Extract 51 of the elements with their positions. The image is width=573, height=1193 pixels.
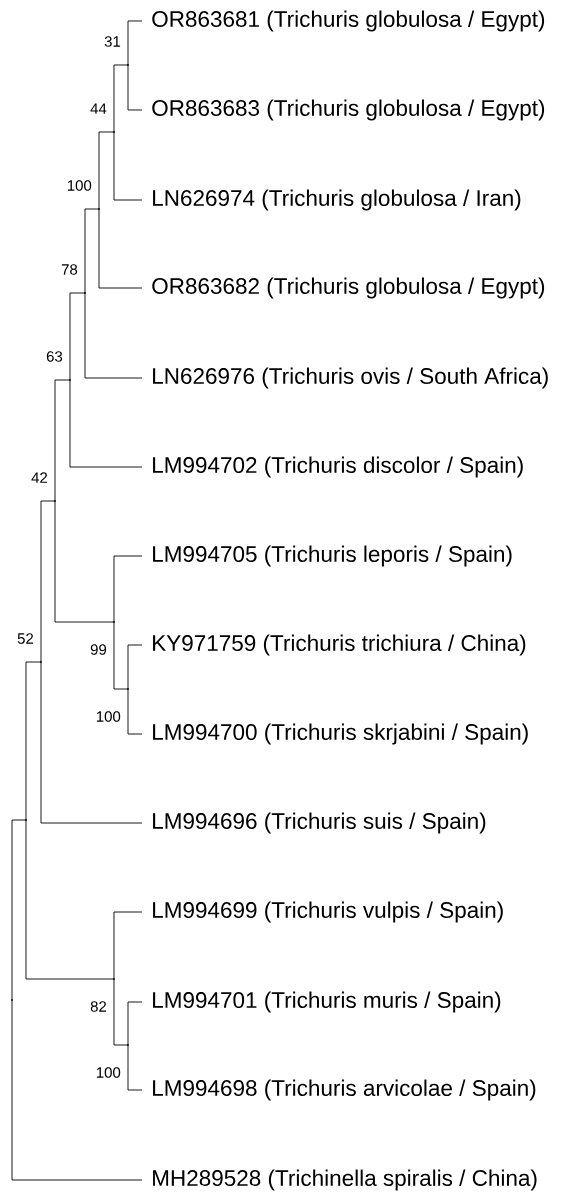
taxon-label: LN626974 (Trichuris globulosa / Iran) [153, 189, 521, 211]
branch-line [113, 621, 129, 690]
branch-line [127, 688, 143, 735]
branch-line [11, 819, 27, 1001]
branch-line [54, 500, 115, 623]
bootstrap-value: 100 [96, 1067, 121, 1078]
branch-line [127, 1044, 143, 1091]
branch-line [113, 978, 129, 1046]
taxon-label: KY971759 (Trichuris trichiura / China) [153, 634, 526, 656]
branch-line [113, 131, 143, 201]
branch-line [127, 64, 143, 111]
branch-line [84, 292, 143, 379]
branch-line [69, 292, 86, 381]
bootstrap-value: 42 [31, 472, 48, 483]
taxon-label: MH289528 (Trichinella spiralis / China) [153, 1169, 537, 1191]
branch-line [113, 555, 143, 623]
taxon-label: LM994705 (Trichuris leporis / Spain) [153, 545, 512, 567]
branch-line [127, 644, 143, 690]
taxon-label: LM994700 (Trichuris skrjabini / Spain) [153, 723, 528, 745]
bootstrap-value: 63 [46, 351, 63, 362]
branch-line [54, 379, 71, 502]
bootstrap-value: 82 [90, 1001, 107, 1012]
taxon-label: LN626976 (Trichuris ovis / South Africa) [153, 367, 548, 389]
bootstrap-value: 100 [96, 711, 121, 722]
taxon-label: LM994699 (Trichuris vulpis / Spain) [153, 901, 503, 923]
branch-line [113, 911, 143, 980]
branch-line [69, 379, 143, 468]
branch-line [40, 661, 143, 824]
bootstrap-value: 44 [90, 103, 107, 114]
branch-line [127, 20, 143, 66]
bootstrap-value: 99 [90, 644, 107, 655]
branch-line [98, 208, 143, 289]
branch-line [113, 64, 129, 133]
bootstrap-value: 52 [17, 633, 34, 644]
branch-line [25, 661, 42, 821]
branch-line [25, 819, 115, 980]
branch-line [84, 208, 100, 294]
taxon-label: LM994698 (Trichuris arvicolae / Spain) [153, 1079, 536, 1101]
branch-line [40, 500, 56, 663]
taxon-label: LM994702 (Trichuris discolor / Spain) [153, 456, 523, 478]
taxon-label: OR863681 (Trichuris globulosa / Egypt) [152, 10, 545, 32]
taxon-label: LM994696 (Trichuris suis / Spain) [153, 812, 486, 834]
branch-line [11, 999, 143, 1181]
bootstrap-value: 78 [61, 264, 78, 275]
branch-line [127, 1001, 143, 1046]
taxon-label: LM994701 (Trichuris muris / Spain) [153, 991, 501, 1013]
branch-line [98, 131, 115, 210]
bootstrap-value: 31 [104, 36, 121, 47]
bootstrap-value: 100 [67, 180, 92, 191]
taxon-label: OR863682 (Trichuris globulosa / Egypt) [152, 277, 545, 299]
taxon-label: OR863683 (Trichuris globulosa / Egypt) [152, 99, 545, 121]
